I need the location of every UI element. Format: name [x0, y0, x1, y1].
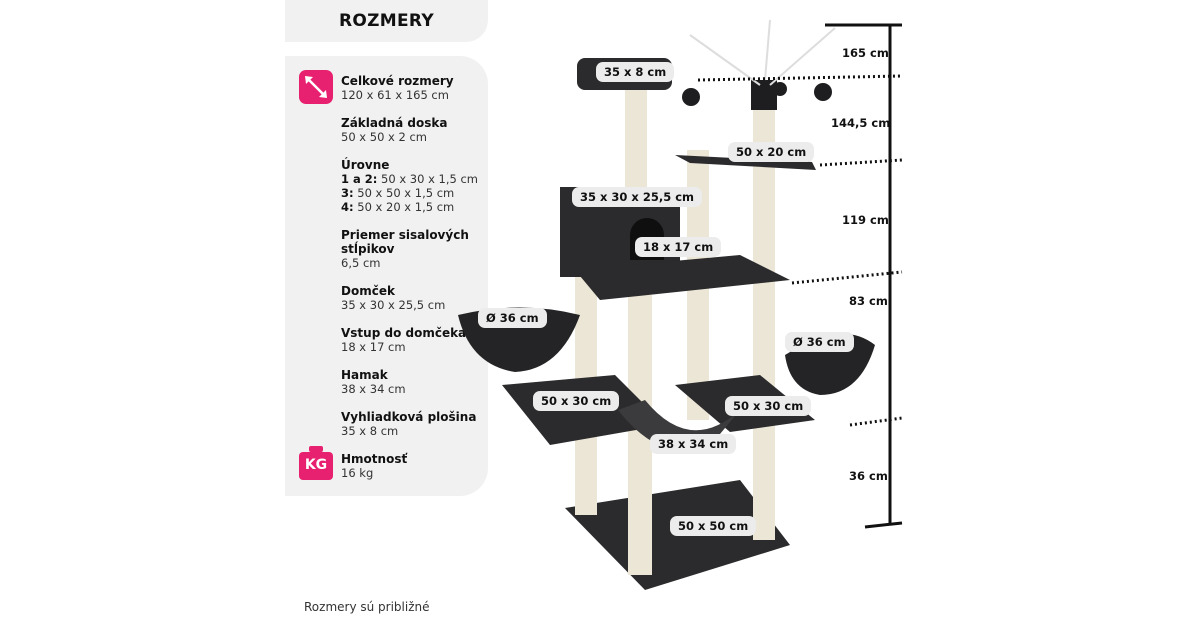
- height-label: 36 cm: [849, 469, 888, 483]
- badge-basket-right: Ø 36 cm: [785, 332, 854, 352]
- badge-basket-left: Ø 36 cm: [478, 308, 547, 328]
- section-title: ROZMERY: [285, 0, 488, 42]
- spec-entrance: Vstup do domčeka 18 x 17 cm: [341, 326, 467, 354]
- spec-lookout: Vyhliadková plošina 35 x 8 cm: [341, 410, 477, 438]
- height-label: 165 cm: [842, 46, 889, 60]
- badge-top-platform: 50 x 20 cm: [728, 142, 815, 162]
- cat-tree-diagram: 35 x 8 cm 50 x 20 cm 35 x 30 x 25,5 cm 1…: [440, 0, 920, 630]
- badge-level-right: 50 x 30 cm: [725, 396, 812, 416]
- spec-base: Základná doska 50 x 50 x 2 cm: [341, 116, 448, 144]
- spec-post-diameter: Priemer sisalových stĺpikov 6,5 cm: [341, 228, 469, 270]
- badge-level-left: 50 x 30 cm: [533, 391, 620, 411]
- spec-overall: Celkové rozmery 120 x 61 x 165 cm: [341, 74, 454, 102]
- sisal-post: [625, 80, 647, 200]
- spec-levels: Úrovne 1 a 2: 50 x 30 x 1,5 cm 3: 50 x 5…: [341, 158, 479, 214]
- spec-weight: Hmotnosť 16 kg: [341, 452, 408, 480]
- spec-house: Domček 35 x 30 x 25,5 cm: [341, 284, 446, 312]
- title-text: ROZMERY: [339, 11, 434, 31]
- height-label: 119 cm: [842, 213, 889, 227]
- top-platform: [675, 155, 816, 170]
- weight-kg-icon: KG: [299, 446, 333, 480]
- badge-lookout: 35 x 8 cm: [596, 62, 675, 82]
- height-label: 83 cm: [849, 294, 888, 308]
- resize-arrows-icon: [299, 70, 333, 104]
- height-label: 144,5 cm: [831, 116, 891, 130]
- badge-hammock: 38 x 34 cm: [650, 434, 737, 454]
- badge-entrance: 18 x 17 cm: [635, 237, 722, 257]
- badge-base: 50 x 50 cm: [670, 516, 757, 536]
- spec-hammock: Hamak 38 x 34 cm: [341, 368, 406, 396]
- footnote: Rozmery sú približné: [304, 600, 430, 614]
- level-3: [575, 255, 790, 300]
- badge-house: 35 x 30 x 25,5 cm: [572, 187, 703, 207]
- sisal-post: [753, 100, 775, 540]
- specs-panel: Celkové rozmery 120 x 61 x 165 cm Základ…: [285, 56, 488, 496]
